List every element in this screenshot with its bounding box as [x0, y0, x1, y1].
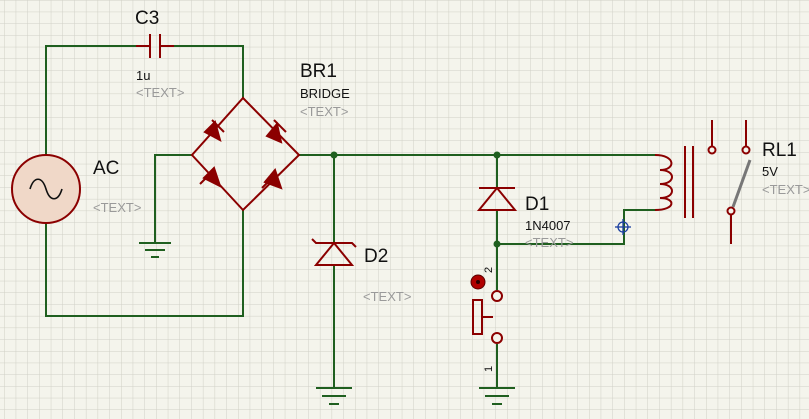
- zener-diode-d2[interactable]: [311, 238, 357, 266]
- d2-ref-label: D2: [364, 246, 388, 267]
- relay-switch-arm: [731, 159, 752, 208]
- junction-dot: [493, 240, 501, 248]
- switch-pin-top-label: 2: [483, 267, 495, 273]
- rl1-text-placeholder: <TEXT>: [762, 182, 809, 197]
- bridge-diode: [203, 119, 225, 142]
- switch-pin-bottom-label: 1: [483, 366, 495, 372]
- bridge-diode: [199, 166, 222, 188]
- wire-ac-bottom: [45, 210, 244, 317]
- wire-bridge-left-ground: [154, 154, 192, 243]
- br1-ref-label: BR1: [300, 61, 337, 82]
- wire-c3-to-bridge: [160, 45, 244, 98]
- ac-ref-label: AC: [93, 158, 119, 179]
- c3-text-placeholder: <TEXT>: [136, 85, 184, 100]
- c3-ref-label: C3: [135, 8, 159, 29]
- relay-coil-icon: [654, 154, 673, 211]
- br1-value-label: BRIDGE: [300, 86, 350, 101]
- wire-d1-bottom: [496, 209, 655, 245]
- ground-icon: [316, 387, 352, 405]
- bridge-rectifier-br1[interactable]: [190, 96, 301, 212]
- probe-crosshair-icon[interactable]: [615, 219, 631, 235]
- rl1-value-label: 5V: [762, 164, 778, 179]
- push-button-switch[interactable]: 2 1: [470, 267, 503, 372]
- d1-value-label: 1N4007: [525, 218, 571, 233]
- d2-text-placeholder: <TEXT>: [363, 289, 411, 304]
- wire-ac-top: [45, 45, 150, 125]
- junction-dot: [330, 151, 338, 159]
- bridge-diode: [265, 119, 287, 144]
- capacitor-c3[interactable]: [136, 34, 174, 58]
- diode-d1[interactable]: [476, 186, 518, 211]
- wires: [45, 45, 655, 388]
- relay-rl1[interactable]: [654, 120, 751, 244]
- br1-text-placeholder: <TEXT>: [300, 104, 348, 119]
- ac-source[interactable]: [11, 125, 81, 228]
- ground-icon: [479, 387, 515, 405]
- ground-icon: [139, 242, 171, 258]
- sine-wave-icon: [29, 178, 63, 200]
- d1-ref-label: D1: [525, 194, 549, 215]
- bridge-diode: [261, 167, 283, 190]
- d1-text-placeholder: <TEXT>: [525, 235, 573, 250]
- rl1-ref-label: RL1: [762, 140, 797, 161]
- ac-text-placeholder: <TEXT>: [93, 200, 141, 215]
- ground-symbols: [139, 242, 515, 405]
- junction-dot: [493, 151, 501, 159]
- junctions: [330, 151, 501, 248]
- c3-value-label: 1u: [136, 68, 150, 83]
